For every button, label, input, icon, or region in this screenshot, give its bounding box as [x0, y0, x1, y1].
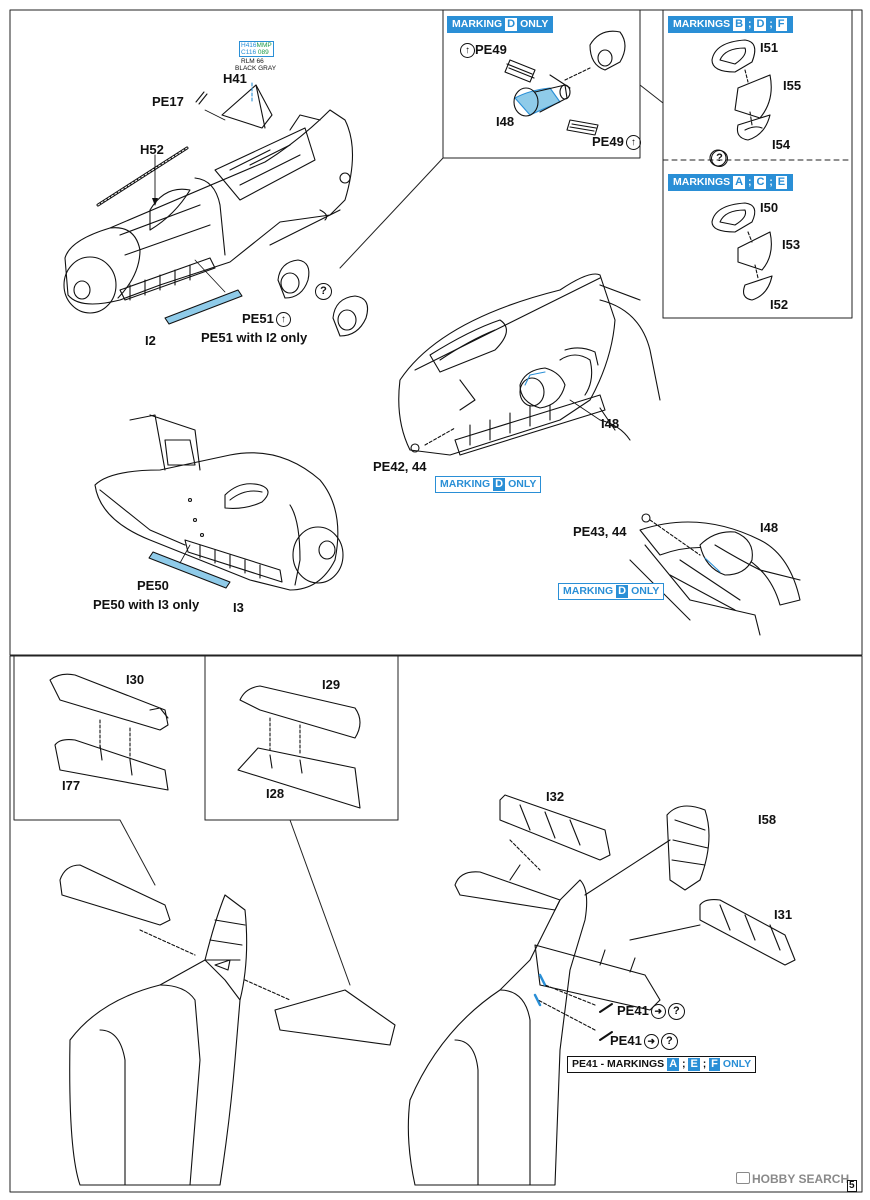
paint-callout-box: H416MMP C116 089 — [239, 41, 274, 57]
label-h52: H52 — [140, 142, 164, 157]
label-pe42-44: PE42, 44 — [373, 459, 427, 474]
fuselage-front-left — [63, 109, 354, 314]
paint-code-c116: C116 — [241, 49, 257, 56]
part-pe50 — [148, 551, 231, 589]
label-i77: I77 — [62, 778, 81, 793]
label-i54: I54 — [772, 137, 791, 152]
label-i48-middle: I48 — [601, 416, 620, 431]
paint-code-089: 089 — [257, 49, 269, 56]
pe41-markings-aef-only: PE41 - MARKINGS A; E; F ONLY — [567, 1056, 757, 1073]
label-i29: I29 — [322, 677, 341, 692]
label-h41: H41 — [223, 71, 247, 86]
fold-icon: ↑ — [275, 312, 291, 328]
inset-pe43 — [629, 521, 801, 636]
camera-icon — [736, 1172, 750, 1184]
pe41-parts — [599, 1003, 613, 1041]
label-i50: I50 — [760, 200, 779, 215]
label-pe50: PE50 — [137, 578, 169, 593]
label-i28: I28 — [266, 786, 285, 801]
label-i30: I30 — [126, 672, 145, 687]
label-pe49-bottom: PE49↑ — [592, 134, 641, 151]
fuselage-middle-right — [398, 273, 661, 456]
elevator-parts-box — [237, 685, 361, 809]
part-pe51 — [164, 289, 243, 325]
label-i31: I31 — [774, 907, 793, 922]
label-i2: I2 — [145, 333, 156, 348]
part-pe17 — [195, 91, 208, 105]
label-pe51-note: PE51 with I2 only — [201, 330, 308, 345]
label-i3: I3 — [233, 600, 244, 615]
intake-set-bdf — [709, 39, 772, 167]
markings-bdf: MARKINGS B; D; F — [668, 16, 793, 33]
fold-icon: ↑ — [625, 135, 641, 151]
fold-icon: ↑ — [460, 43, 475, 59]
label-i48-lower: I48 — [760, 520, 779, 535]
pe43-pointer — [649, 519, 701, 556]
question-divider: ? — [709, 150, 728, 168]
label-i53: I53 — [782, 237, 801, 252]
label-i55: I55 — [783, 78, 802, 93]
marking-d-only-middle: MARKING D ONLY — [435, 476, 542, 493]
hobby-search-watermark: HOBBY SEARCH — [736, 1172, 849, 1186]
tail-assembly-left — [59, 864, 396, 1186]
fuselage-middle-left — [94, 414, 344, 591]
filter-group — [504, 30, 626, 136]
markings-ace: MARKINGS A; C; E — [668, 174, 794, 191]
rudder-parts-box — [49, 673, 169, 791]
part-h52 — [96, 146, 189, 207]
paint-code-mmp: MMP — [256, 42, 272, 49]
part-h41 — [221, 84, 273, 129]
label-i52: I52 — [770, 297, 789, 312]
marking-d-only-lower: MARKING D ONLY — [558, 583, 665, 600]
rotate-icon: ➜ — [643, 1034, 659, 1050]
paint-code-h416: H416 — [241, 42, 257, 49]
rotate-icon: ➜ — [650, 1004, 666, 1020]
label-pe17: PE17 — [152, 94, 184, 109]
label-i48-top: I48 — [496, 114, 515, 129]
label-pe51: PE51↑ — [242, 311, 291, 328]
label-i51: I51 — [760, 40, 779, 55]
page-number: 5 — [847, 1180, 857, 1192]
label-i32: I32 — [546, 789, 565, 804]
marking-d-only-top: MARKING D ONLY — [447, 16, 554, 33]
label-i58: I58 — [758, 812, 777, 827]
pe42-pointer — [424, 427, 456, 446]
label-pe41-a: PE41➜? — [617, 1003, 685, 1021]
part-pe42 — [410, 443, 420, 453]
page-frames — [9, 9, 863, 1193]
tail-assembly-right — [407, 794, 796, 1186]
intake-parts-top — [277, 259, 369, 337]
label-pe41-b: PE41➜? — [610, 1033, 678, 1051]
paint-name-rlm66: RLM 66 — [241, 58, 264, 65]
label-pe43-44: PE43, 44 — [573, 524, 627, 539]
intake-set-ace — [711, 202, 773, 301]
label-pe49-top: ↑PE49 — [458, 42, 507, 59]
question-cowl: ? — [313, 283, 332, 301]
paint-name-black-gray: BLACK GRAY — [235, 65, 277, 72]
label-pe50-note: PE50 with I3 only — [93, 597, 200, 612]
